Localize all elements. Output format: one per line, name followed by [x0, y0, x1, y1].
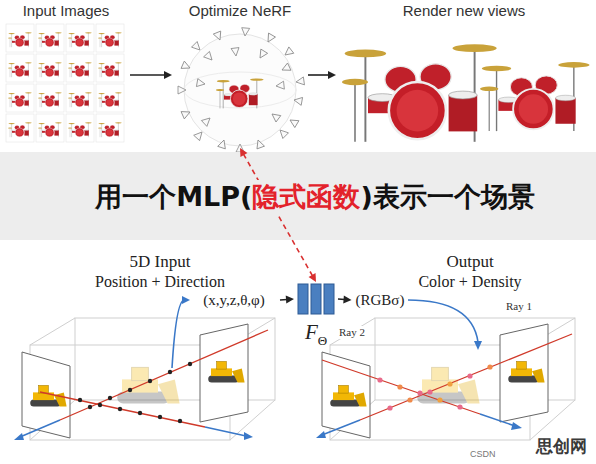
nerf-optimize-panel: Optimize NeRF [172, 2, 308, 148]
connector-line [243, 154, 312, 276]
panel-heading: Render new views [403, 2, 526, 20]
section-heading: 5D Input [130, 252, 191, 272]
panel-heading: Input Images [23, 2, 110, 20]
section-subheading: Position + Direction [95, 272, 225, 291]
banner-text: 用一个MLP( [95, 180, 252, 214]
mlp-block: FΘ [294, 282, 338, 344]
output-tuple: (RGBσ) [352, 288, 409, 312]
panel-heading: Optimize NeRF [189, 2, 292, 20]
arrow-head [164, 71, 172, 79]
watermark: 思创网 [536, 436, 587, 456]
connector [308, 71, 336, 79]
arrow-head [343, 295, 351, 303]
input-images-panel: Input Images [2, 2, 130, 148]
banner-highlight: 隐式函数 [252, 180, 360, 214]
connector [338, 295, 352, 303]
arrow-head [240, 148, 247, 157]
watermark: CSDN [470, 449, 496, 460]
connector [280, 296, 294, 304]
connector-line [308, 74, 329, 76]
output-heading: OutputColor + Density [370, 250, 570, 293]
ray-label: Ray 1 [505, 300, 533, 313]
banner-text: )表示一个场景 [360, 180, 534, 214]
input-tuple: (x,y,z,θ,φ) [188, 288, 280, 312]
arrow-head [309, 273, 316, 282]
output-vector: (RGBσ) [356, 290, 405, 310]
input-vector: (x,y,z,θ,φ) [203, 290, 265, 310]
connector-line [130, 74, 165, 76]
connector-line [280, 299, 287, 301]
section-heading: Output [446, 252, 493, 272]
connector [130, 71, 172, 79]
arrow-head [286, 296, 294, 304]
input-heading: 5D InputPosition + Direction [60, 250, 260, 293]
section-subheading: Color + Density [418, 272, 521, 291]
function-subscript: Θ [318, 334, 327, 348]
ray-label: Ray 2 [338, 326, 366, 339]
connector [240, 148, 316, 282]
arrow-head [328, 71, 336, 79]
banner-band: 用一个MLP(隐式函数)表示一个场景 [40, 176, 590, 218]
function-symbol: F [305, 320, 318, 344]
render-views-panel: Render new views [336, 2, 592, 148]
